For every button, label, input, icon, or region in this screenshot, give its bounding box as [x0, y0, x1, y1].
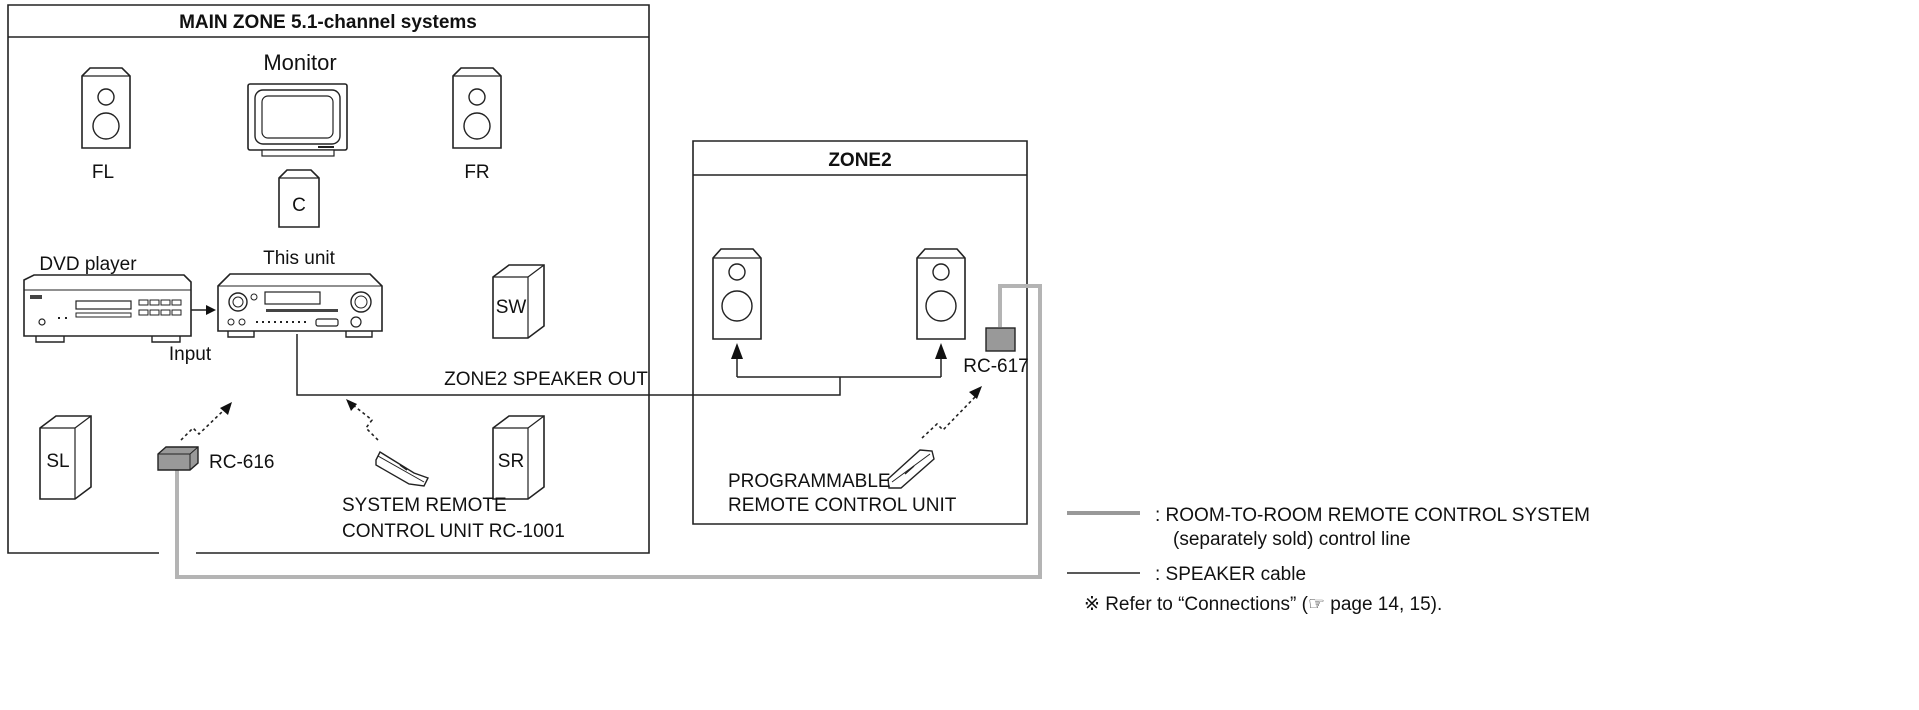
input-label: Input: [169, 344, 212, 365]
programmable-remote: PROGRAMMABLE REMOTE CONTROL UNIT: [728, 449, 957, 516]
speaker-center: C: [278, 169, 320, 228]
fr-label: FR: [464, 162, 489, 183]
sw-label: SW: [496, 297, 527, 318]
monitor-label: Monitor: [263, 50, 336, 75]
speaker-fr: FR: [452, 67, 502, 183]
this-unit-label: This unit: [263, 248, 336, 269]
c-label: C: [292, 195, 306, 216]
rc-617-unit: RC-617: [963, 327, 1029, 377]
rc-617-label: RC-617: [963, 356, 1028, 377]
sl-label: SL: [46, 451, 69, 472]
ir-signal-system-remote: [346, 399, 379, 441]
ir-signal-rc616: [180, 402, 232, 441]
dvd-player-label: DVD player: [39, 254, 137, 275]
monitor: Monitor: [247, 50, 348, 157]
main-zone-panel: MAIN ZONE 5.1-channel systems: [7, 4, 650, 554]
programmable-line2: REMOTE CONTROL UNIT: [728, 495, 957, 516]
legend-speaker-cable-text: : SPEAKER cable: [1155, 564, 1306, 585]
dvd-player: DVD player: [23, 254, 192, 343]
zone2-speaker-left: [712, 248, 762, 340]
room-to-room-control-line: [175, 284, 1042, 579]
sr-label: SR: [498, 451, 524, 472]
legend-control-line-subtext: (separately sold) control line: [1173, 529, 1411, 550]
system-remote-rc1001: SYSTEM REMOTE CONTROL UNIT RC-1001: [342, 451, 565, 542]
speaker-cable: [296, 334, 947, 396]
zone2-title: ZONE2: [828, 150, 891, 171]
speaker-sr: SR: [492, 415, 545, 500]
rc-616-unit: RC-616: [157, 446, 274, 473]
fl-label: FL: [92, 162, 114, 183]
legend-note: ※ Refer to “Connections” (☞ page 14, 15)…: [1084, 594, 1442, 615]
rc-616-label: RC-616: [209, 452, 274, 473]
this-unit-receiver: This unit: [217, 248, 383, 338]
programmable-line1: PROGRAMMABLE: [728, 471, 891, 492]
speaker-fl: FL: [81, 67, 131, 183]
speaker-sl: SL: [39, 415, 92, 500]
legend: : ROOM-TO-ROOM REMOTE CONTROL SYSTEM (se…: [1067, 505, 1590, 615]
legend-control-line-text: : ROOM-TO-ROOM REMOTE CONTROL SYSTEM: [1155, 505, 1590, 526]
system-remote-line2: CONTROL UNIT RC-1001: [342, 521, 565, 542]
dvd-to-unit-arrow: [191, 305, 216, 315]
system-remote-line1: SYSTEM REMOTE: [342, 495, 507, 516]
ir-signal-programmable: [921, 386, 982, 439]
zone2-speaker-right: [916, 248, 966, 340]
zone2-speaker-out-label: ZONE2 SPEAKER OUT: [444, 369, 648, 390]
zone2-panel: ZONE2: [692, 140, 1028, 525]
main-zone-title: MAIN ZONE 5.1-channel systems: [179, 12, 477, 33]
speaker-sw: SW: [492, 264, 545, 339]
